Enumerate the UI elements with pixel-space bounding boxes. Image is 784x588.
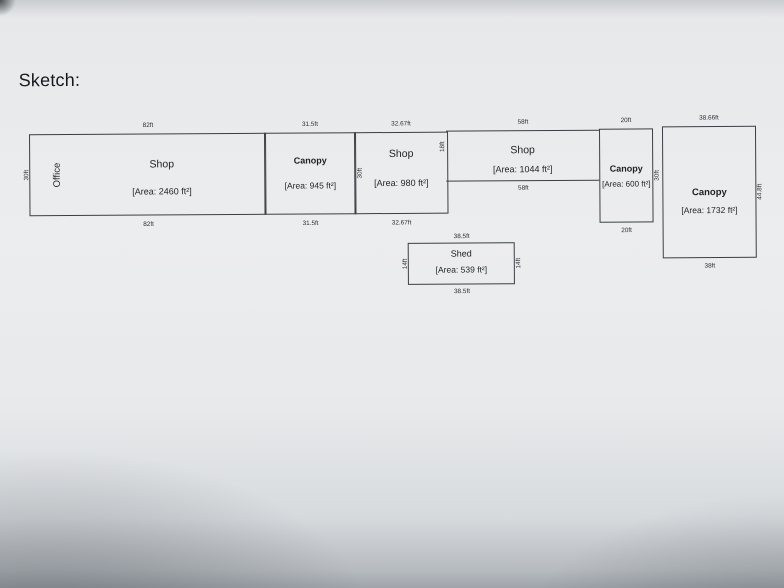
dimension-label-right: 44.8ft — [755, 183, 764, 200]
building-area: [Area: 600 ft²] — [602, 179, 651, 189]
building-area: [Area: 1044 ft²] — [492, 164, 553, 175]
sketch-title: Sketch: — [18, 69, 81, 91]
building-name: Shop — [510, 144, 535, 157]
dimension-label-top: 58ft — [517, 118, 528, 126]
dimension-label-bottom: 32.67ft — [391, 218, 412, 227]
dimension-label-bottom: 31.5ft — [302, 219, 319, 227]
building-area: [Area: 539 ft²] — [435, 264, 488, 275]
dimension-label-bottom: 38ft — [704, 261, 716, 270]
dimension-label-left: 14ft — [401, 258, 409, 270]
dimension-label-bottom: 20ft — [621, 226, 632, 234]
building-area: [Area: 1732 ft²] — [681, 204, 738, 216]
building-area: [Area: 945 ft²] — [284, 180, 337, 191]
dimension-label-top: 82ft — [142, 121, 153, 129]
building-name: Canopy — [293, 155, 327, 166]
building-shop-1044: 58ft 58ft 18ft Shop [Area: 1044 ft²] — [438, 118, 600, 191]
building-name: Canopy — [691, 186, 727, 199]
building-area: [Area: 2460 ft²] — [132, 186, 192, 197]
dimension-label-top: 20ft — [620, 116, 632, 124]
office-label: Office — [51, 162, 63, 188]
building-shed: 38.5ft 38.5ft 14ft 14ft Shed [Area: 539 … — [401, 232, 521, 294]
dimension-label-top: 31.5ft — [301, 120, 318, 128]
building-name: Shed — [450, 248, 472, 259]
dimension-label-top: 32.67ft — [391, 119, 411, 128]
dimension-label-right: 14ft — [514, 257, 522, 269]
dimension-label-bottom: 38.5ft — [453, 287, 470, 295]
dimension-label-right: 30ft — [652, 170, 660, 181]
building-area: [Area: 980 ft²] — [374, 177, 429, 189]
building-name: Shop — [149, 158, 175, 171]
building-canopy-1732: 38.66ft 38ft 44.8ft Canopy [Area: 1732 f… — [661, 114, 763, 269]
dimension-label-top: 38.66ft — [699, 113, 719, 122]
building-name: Canopy — [609, 163, 643, 174]
building-office-shop: 82ft 82ft 30ft Office Shop [Area: 2460 f… — [23, 121, 267, 228]
building-canopy-945: 31.5ft 31.5ft 30ft Canopy [Area: 945 ft²… — [264, 120, 363, 227]
dimension-label-left: 18ft — [438, 141, 446, 152]
building-shop-980: 32.67ft 32.67ft Shop [Area: 980 ft²] — [354, 120, 449, 226]
building-name: Shop — [388, 147, 414, 161]
dimension-label-bottom: 58ft — [517, 184, 529, 192]
dimension-label-top: 38.5ft — [453, 232, 470, 240]
dimension-label-bottom: 82ft — [142, 220, 154, 228]
dimension-label-left: 30ft — [22, 169, 30, 181]
building-canopy-600: 20ft 20ft 30ft Canopy [Area: 600 ft²] — [598, 116, 660, 234]
